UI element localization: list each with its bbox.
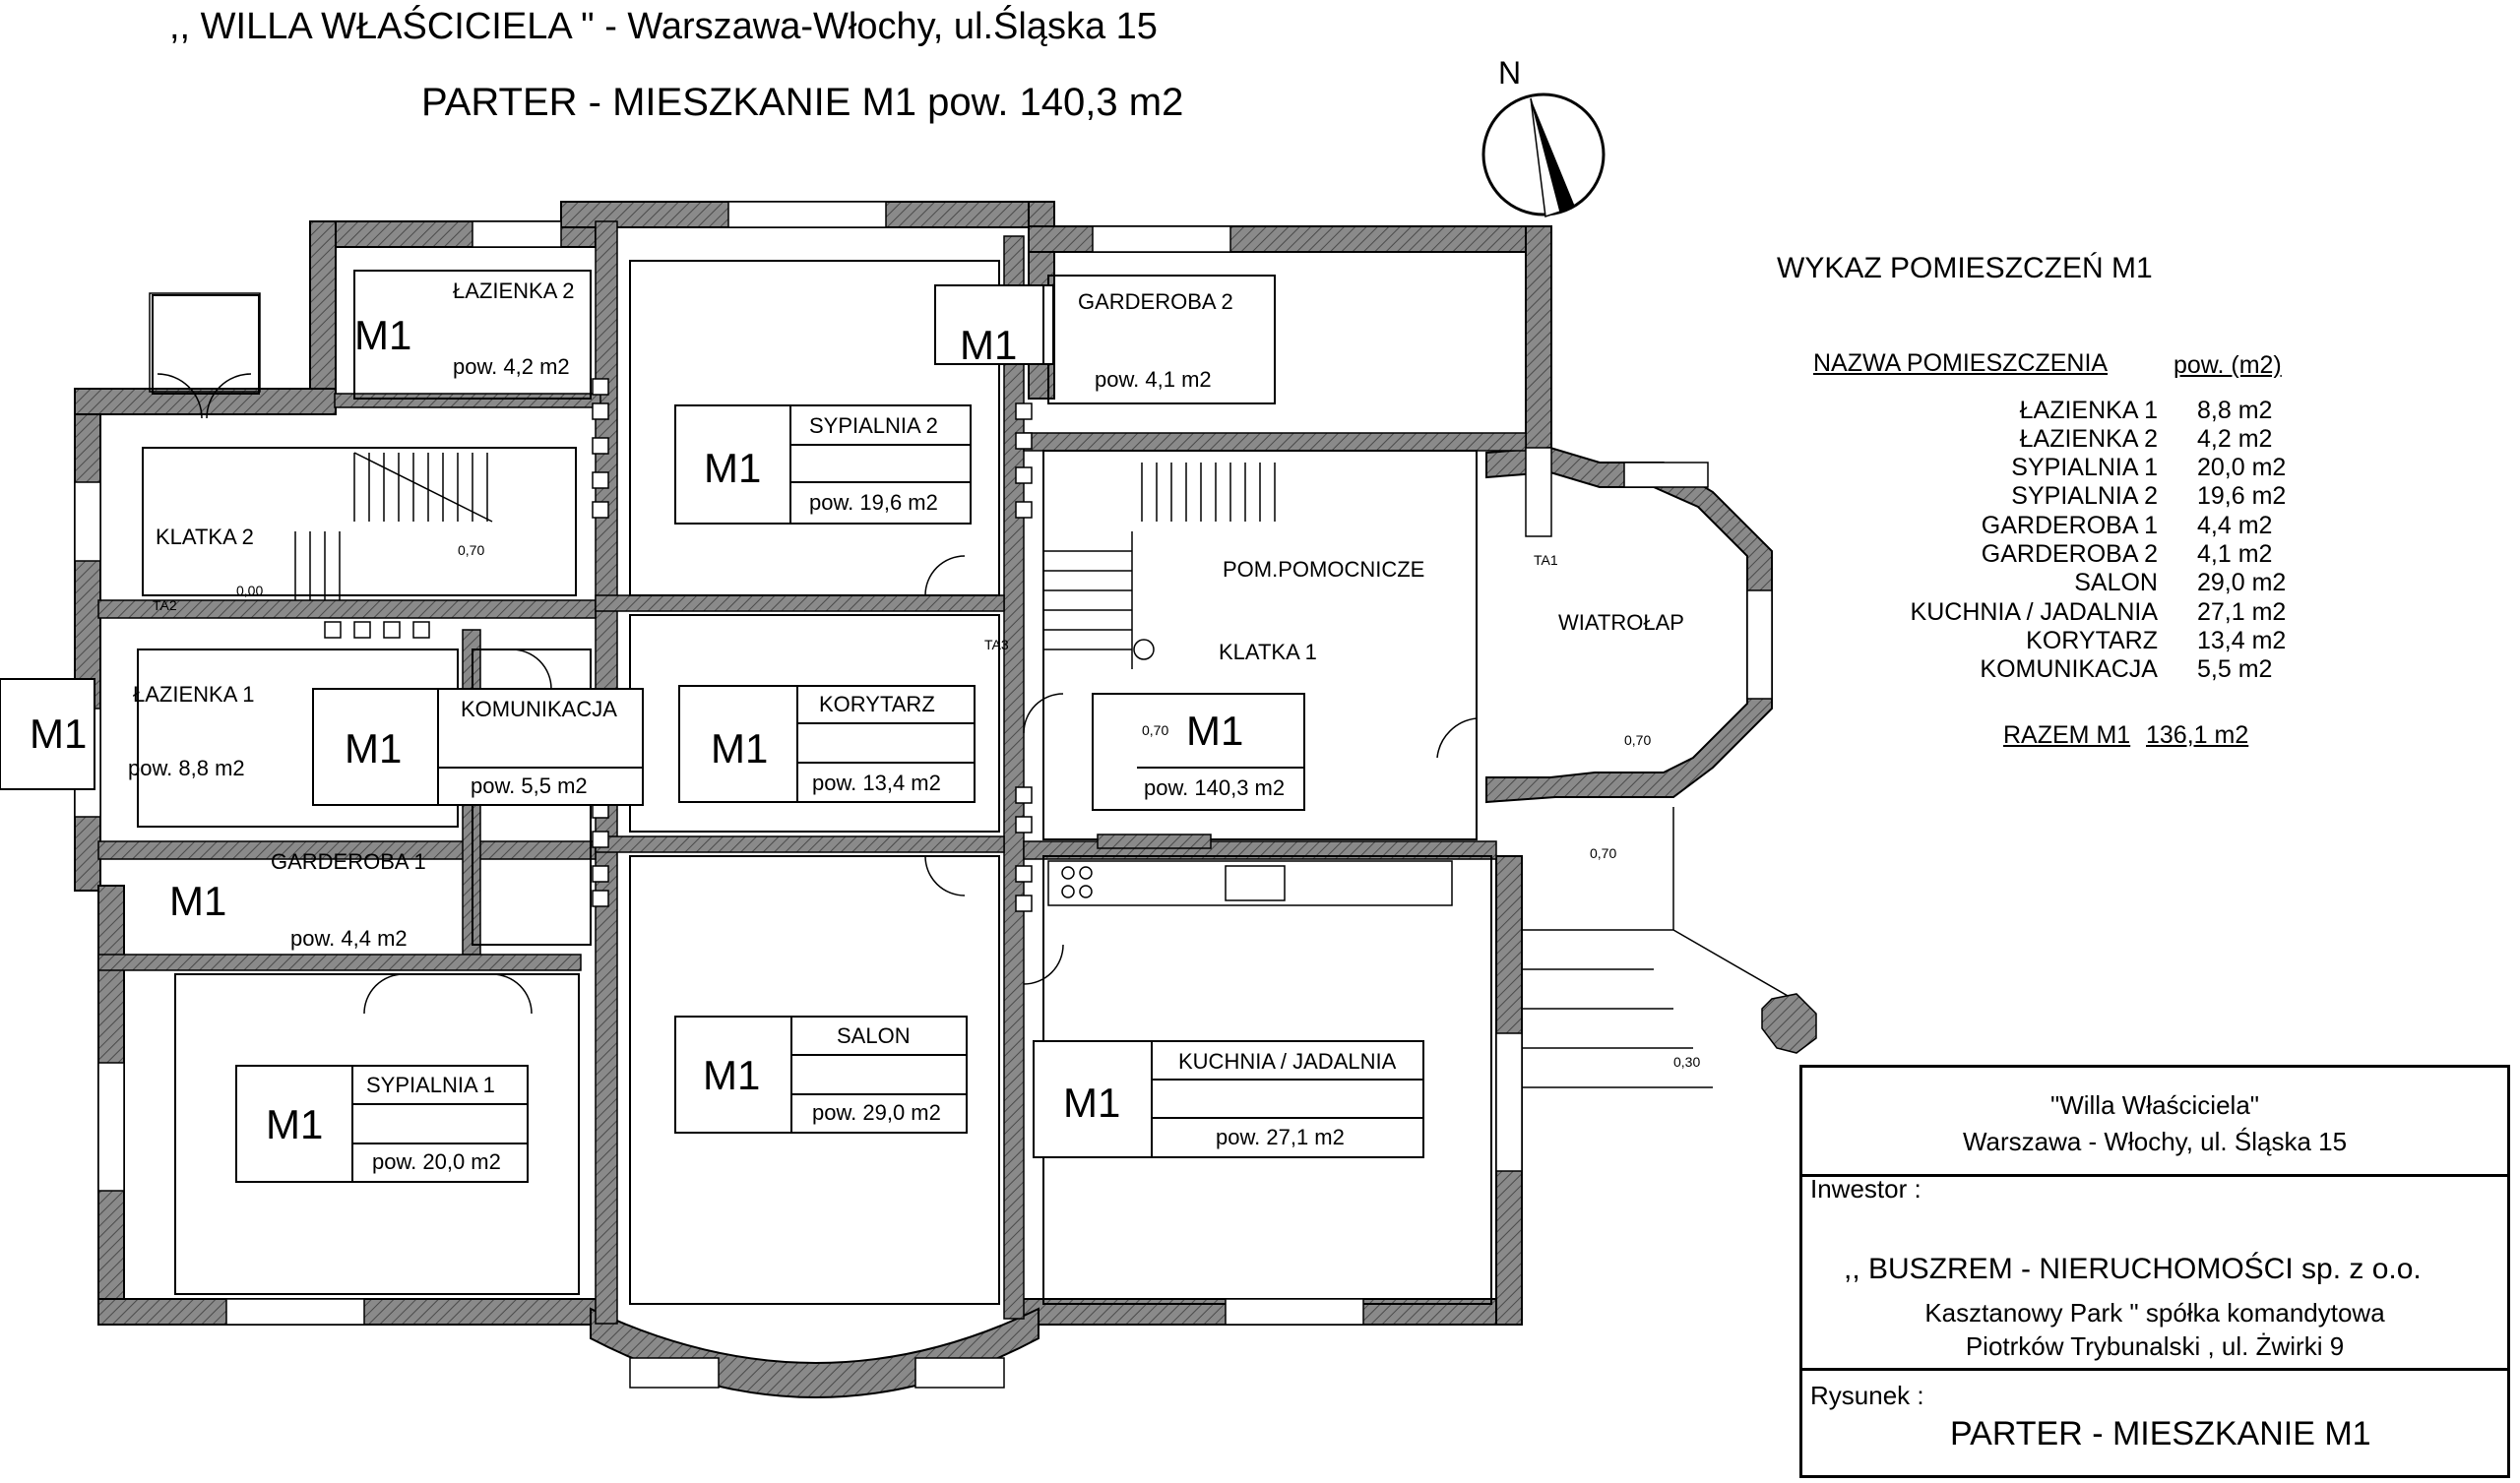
room-lazienka-2-area: pow. 4,2 m2 [453,354,570,379]
title-block-address: Warszawa - Włochy, ul. Śląska 15 [1962,1127,2348,1156]
room-lazienka-1-area: pow. 8,8 m2 [128,756,245,780]
drawing-title: ,, WILLA WŁAŚCICIELA " - Warszawa-Włochy… [169,6,1158,47]
room-lazienka-1-name: ŁAZIENKA 1 [133,682,255,707]
north-label: N [1498,55,1522,91]
section-mark: TA2 [153,597,177,613]
section-mark: TA1 [1534,552,1558,568]
room-salon-name: SALON [837,1023,911,1048]
stairs-klatka-2 [294,452,493,600]
unit-label: M1 [711,725,769,772]
room-klatka-2-name: KLATKA 2 [156,525,254,549]
list-item-name: KUCHNIA / JADALNIA [1910,598,2158,626]
drawing-subtitle: PARTER - MIESZKANIE M1 pow. 140,3 m2 [421,81,1184,124]
unit-label: M1 [266,1101,324,1147]
room-komunikacja-name: KOMUNIKACJA [461,697,617,721]
room-list-total-label: RAZEM M1 [2003,721,2131,749]
title-block-divider [1802,1174,2507,1177]
list-item-name: SYPIALNIA 1 [2011,454,2158,481]
level-marker: 0,70 [1590,845,1617,861]
unit-label: M1 [960,322,1018,368]
title-block-divider [1802,1368,2507,1371]
room-list-total-area: 136,1 m2 [2146,721,2249,749]
room-kuchnia-area: pow. 27,1 m2 [1216,1125,1345,1149]
room-korytarz-area: pow. 13,4 m2 [812,771,941,795]
level-marker: 0,00 [236,583,264,598]
room-garderoba-1-area: pow. 4,4 m2 [290,926,408,951]
room-garderoba-2-name: GARDEROBA 2 [1078,289,1233,314]
room-wiatrolap-name: WIATROŁAP [1558,610,1684,635]
unit-label: M1 [1186,708,1244,754]
room-salon-area: pow. 29,0 m2 [812,1100,941,1125]
title-block-investor-label: Inwestor : [1810,1174,1922,1204]
unit-label: M1 [703,1052,761,1098]
list-item-area: 4,4 m2 [2197,512,2273,539]
room-list-col-area: pow. (m2) [2174,351,2282,379]
entrance-stairs [1522,807,1817,1088]
room-mieszkanie-area: pow. 140,3 m2 [1144,775,1286,800]
level-marker: 0,70 [1142,722,1169,738]
room-sypialnia-2-name: SYPIALNIA 2 [809,413,938,438]
room-pom-pomocnicze-name: POM.POMOCNICZE [1223,557,1425,582]
list-item-area: 19,6 m2 [2197,482,2287,510]
list-item-area: 13,4 m2 [2197,627,2287,654]
room-lazienka-2-name: ŁAZIENKA 2 [453,278,575,303]
list-item-name: SALON [2074,569,2158,596]
room-sypialnia-1-area: pow. 20,0 m2 [372,1149,501,1174]
section-mark: TA3 [984,637,1009,652]
list-item-name: SYPIALNIA 2 [2011,482,2158,510]
unit-label: M1 [345,725,403,772]
kitchen-counter [1047,834,1453,906]
room-sypialnia-2-area: pow. 19,6 m2 [809,490,938,515]
list-item-name: GARDEROBA 1 [1981,512,2158,539]
room-list-col-name: NAZWA POMIESZCZENIA [1813,349,2109,377]
list-item-area: 8,8 m2 [2197,397,2273,424]
list-item-area: 5,5 m2 [2197,655,2273,683]
room-kuchnia-name: KUCHNIA / JADALNIA [1178,1049,1397,1074]
room-garderoba-1-name: GARDEROBA 1 [271,849,426,874]
list-item-name: KOMUNIKACJA [1980,655,2158,683]
north-compass [1481,93,1606,218]
title-block-drawing-label: Rysunek : [1810,1381,1924,1410]
title-block: "Willa Właściciela" Warszawa - Włochy, u… [1799,1065,2510,1478]
column-markers [324,378,1033,912]
room-korytarz-name: KORYTARZ [819,692,935,716]
room-label-boxes [0,284,1424,1183]
unit-label: M1 [169,878,227,924]
windows [74,201,1773,1389]
list-item-area: 4,1 m2 [2197,540,2273,568]
unit-label: M1 [704,445,762,491]
title-block-project: "Willa Właściciela" [2049,1090,2260,1120]
level-marker: 0,70 [458,542,485,558]
list-item-name: KORYTARZ [2026,627,2158,654]
room-garderoba-2-area: pow. 4,1 m2 [1095,367,1212,392]
room-klatka-1-name: KLATKA 1 [1219,640,1317,664]
title-block-investor-line3: Piotrków Trybunalski , ul. Żwirki 9 [1965,1331,2345,1361]
room-sypialnia-1-name: SYPIALNIA 1 [366,1073,495,1097]
list-item-area: 4,2 m2 [2197,425,2273,453]
level-marker: 0,70 [1624,732,1652,748]
unit-label: M1 [1063,1080,1121,1126]
exterior-vestibule [149,292,261,419]
room-komunikacja-area: pow. 5,5 m2 [471,773,588,798]
title-block-investor-line2: Kasztanowy Park " spółka komandytowa [1924,1298,2385,1328]
level-marker: 0,30 [1673,1054,1701,1070]
list-item-area: 27,1 m2 [2197,598,2287,626]
list-item-area: 20,0 m2 [2197,454,2287,481]
title-block-investor-line1: ,, BUSZREM - NIERUCHOMOŚCI sp. z o.o. [1844,1253,2422,1285]
list-item-name: ŁAZIENKA 2 [2019,425,2158,453]
unit-label: M1 [30,711,88,757]
room-list-heading: WYKAZ POMIESZCZEŃ M1 [1777,252,2153,284]
list-item-area: 29,0 m2 [2197,569,2287,596]
unit-label: M1 [354,312,412,358]
list-item-name: ŁAZIENKA 1 [2019,397,2158,424]
stairs-klatka-1 [1043,463,1276,669]
title-block-drawing-name: PARTER - MIESZKANIE M1 [1950,1415,2371,1452]
list-item-name: GARDEROBA 2 [1981,540,2158,568]
